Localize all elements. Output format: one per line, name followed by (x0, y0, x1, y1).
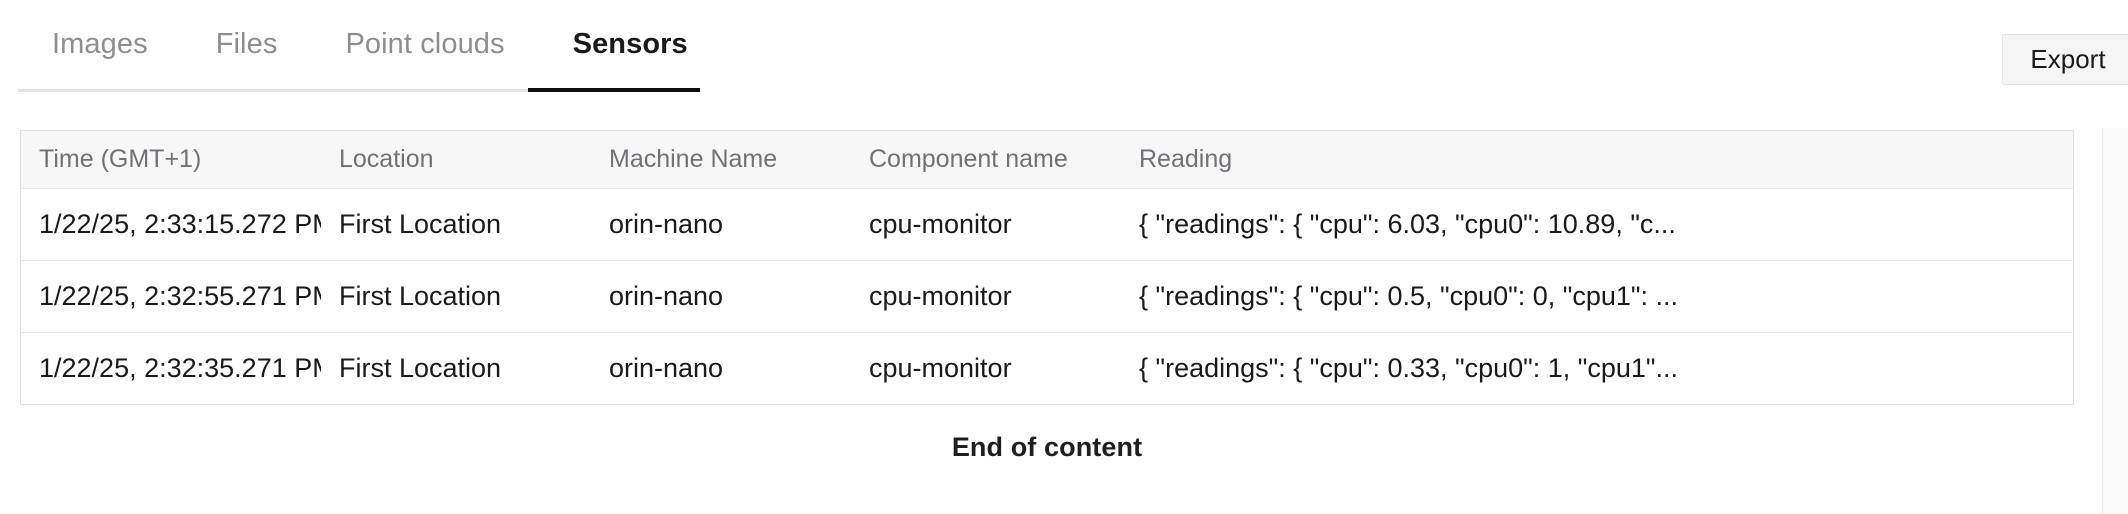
sensors-table: Time (GMT+1) Location Machine Name Compo… (21, 131, 2073, 404)
tab-sensors[interactable]: Sensors (539, 18, 722, 86)
table-header-row: Time (GMT+1) Location Machine Name Compo… (21, 131, 2073, 189)
column-header-time[interactable]: Time (GMT+1) (21, 131, 321, 189)
table-row[interactable]: 1/22/25, 2:33:15.272 PM First Location o… (21, 188, 2073, 261)
table-body: 1/22/25, 2:33:15.272 PM First Location o… (21, 188, 2073, 404)
cell-component-name: cpu-monitor (851, 332, 1121, 404)
cell-machine-name: orin-nano (591, 188, 851, 261)
tab-images-label: Images (52, 28, 148, 60)
cell-reading: { "readings": { "cpu": 6.03, "cpu0": 10.… (1121, 188, 2073, 261)
cell-location: First Location (321, 188, 591, 261)
tab-point-clouds-label: Point clouds (345, 28, 505, 60)
column-header-component-name[interactable]: Component name (851, 131, 1121, 189)
tab-point-clouds[interactable]: Point clouds (311, 18, 538, 86)
table-row[interactable]: 1/22/25, 2:32:35.271 PM First Location o… (21, 332, 2073, 404)
cell-time: 1/22/25, 2:32:55.271 PM (21, 260, 321, 333)
cell-machine-name: orin-nano (591, 260, 851, 333)
end-of-content-label: End of content (951, 432, 1143, 462)
cell-machine-name: orin-nano (591, 332, 851, 404)
column-header-reading[interactable]: Reading (1121, 131, 2073, 189)
vertical-scrollbar[interactable] (2102, 128, 2128, 514)
cell-component-name: cpu-monitor (851, 188, 1121, 261)
cell-component-name: cpu-monitor (851, 260, 1121, 333)
cell-time: 1/22/25, 2:33:15.272 PM (21, 188, 321, 261)
tab-active-indicator (528, 88, 700, 92)
tab-sensors-label: Sensors (572, 28, 688, 60)
cell-reading: { "readings": { "cpu": 0.33, "cpu0": 1, … (1121, 332, 2073, 404)
table-header: Time (GMT+1) Location Machine Name Compo… (21, 131, 2073, 189)
sensors-table-container: Time (GMT+1) Location Machine Name Compo… (20, 130, 2074, 405)
tab-list: Images Files Point clouds Sensors (18, 18, 722, 86)
export-button-label: Export (2030, 44, 2106, 74)
export-button[interactable]: Export (2002, 34, 2128, 85)
cell-location: First Location (321, 260, 591, 333)
tab-bar: Images Files Point clouds Sensors Export (0, 0, 2128, 97)
tab-divider (18, 89, 528, 92)
tab-files-label: Files (215, 28, 278, 60)
tab-files[interactable]: Files (182, 18, 312, 86)
column-header-location[interactable]: Location (321, 131, 591, 189)
tab-images[interactable]: Images (18, 18, 182, 86)
cell-time: 1/22/25, 2:32:35.271 PM (21, 332, 321, 404)
cell-reading: { "readings": { "cpu": 0.5, "cpu0": 0, "… (1121, 260, 2073, 333)
table-row[interactable]: 1/22/25, 2:32:55.271 PM First Location o… (21, 260, 2073, 333)
cell-location: First Location (321, 332, 591, 404)
column-header-machine-name[interactable]: Machine Name (591, 131, 851, 189)
